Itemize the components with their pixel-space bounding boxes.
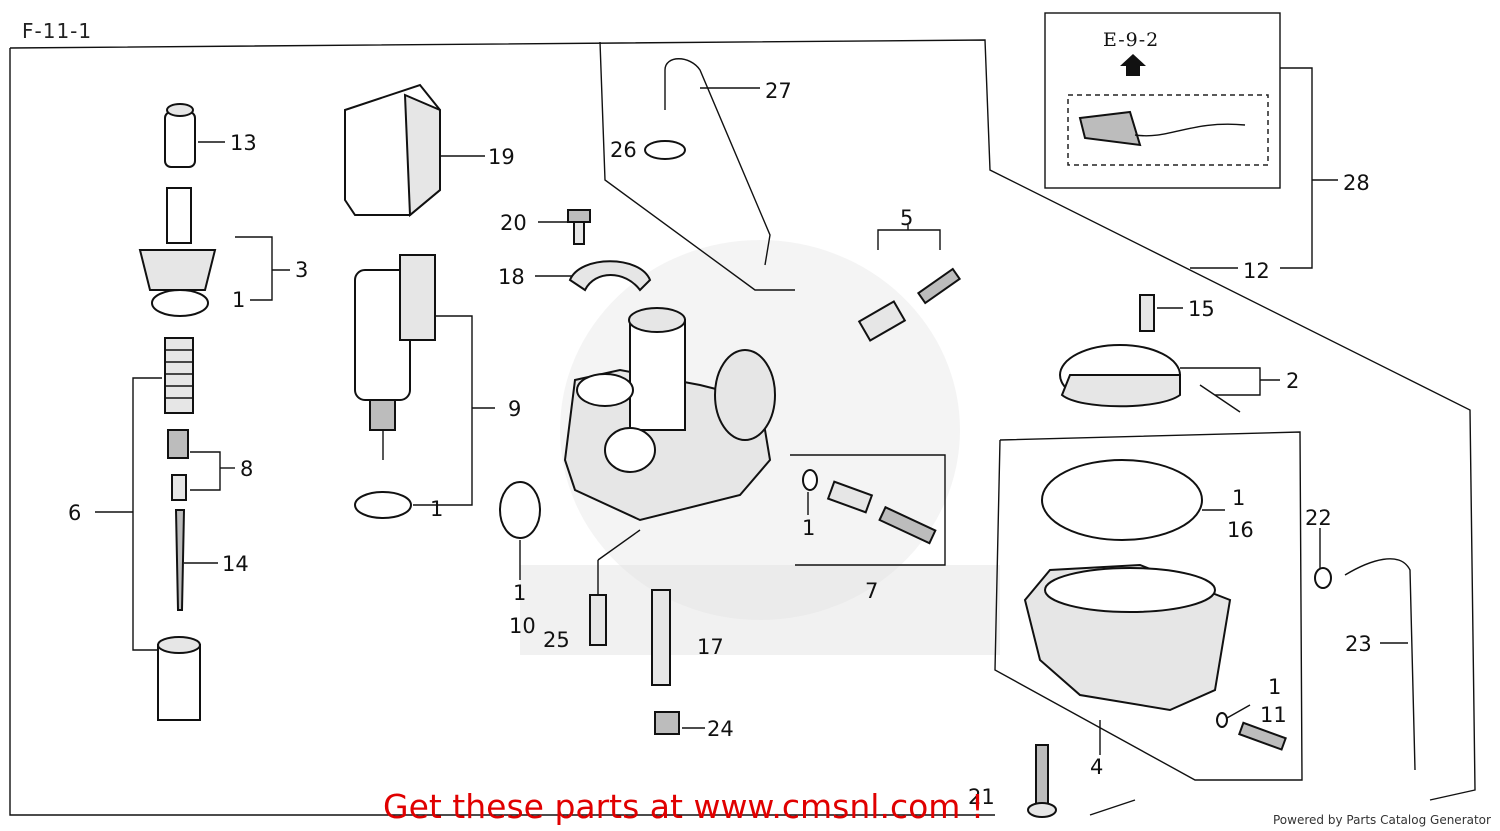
callout-26: 26 (610, 138, 637, 162)
callout-27: 27 (765, 79, 792, 103)
callout-18: 18 (498, 265, 525, 289)
part-1b (354, 491, 412, 519)
part-4 (1023, 563, 1232, 712)
callout-20: 20 (500, 211, 527, 235)
part-7-group (790, 454, 946, 566)
arrow-up-icon (1120, 54, 1146, 76)
part-15 (1139, 294, 1155, 332)
callout-17: 17 (697, 635, 724, 659)
carburetor-body (563, 307, 776, 522)
part-14 (174, 509, 186, 611)
callout-12: 12 (1243, 259, 1270, 283)
part-23 (1344, 558, 1416, 771)
callout-8: 8 (240, 457, 253, 481)
callout-1: 1 (1268, 675, 1281, 699)
part-1c (499, 481, 541, 539)
callout-22: 22 (1305, 506, 1332, 530)
reference-box: E-9-2 (1044, 12, 1281, 189)
callout-1: 1 (802, 516, 815, 540)
callout-1: 1 (430, 497, 443, 521)
part-8 (167, 429, 189, 459)
part-20 (567, 209, 591, 245)
part-5-screw (916, 267, 962, 305)
powered-by: Powered by Parts Catalog Generator (1273, 813, 1491, 827)
part-16 (1041, 459, 1203, 541)
callout-14: 14 (222, 552, 249, 576)
callout-25: 25 (543, 628, 570, 652)
callout-28: 28 (1343, 171, 1370, 195)
part-19 (344, 83, 441, 218)
callout-16: 16 (1227, 518, 1254, 542)
part-13 (164, 103, 196, 168)
callout-2: 2 (1286, 369, 1299, 393)
part-27 (664, 58, 771, 266)
frame-lines (9, 39, 1476, 816)
part-2 (1059, 344, 1241, 413)
part-1a (151, 289, 209, 317)
callout-10: 10 (509, 614, 536, 638)
part-9 (354, 254, 436, 460)
part-spring (164, 337, 194, 414)
part-24 (654, 711, 680, 735)
reference-code: E-9-2 (1103, 29, 1159, 51)
part-17 (651, 589, 671, 686)
part-5-spring (857, 300, 907, 342)
callout-5: 5 (900, 206, 913, 230)
part-26 (644, 140, 686, 160)
callout-3: 3 (295, 258, 308, 282)
callout-labels: 13 19 3 1 6 8 14 9 1 27 26 20 18 5 1 10 … (68, 79, 1372, 809)
callout-24: 24 (707, 717, 734, 741)
callout-7: 7 (865, 579, 878, 603)
part-11 (1237, 721, 1287, 751)
callout-1: 1 (232, 288, 245, 312)
callout-4: 4 (1090, 755, 1103, 779)
part-21 (1035, 744, 1049, 806)
callout-23: 23 (1345, 632, 1372, 656)
callout-9: 9 (508, 397, 521, 421)
callout-21: 21 (968, 785, 995, 809)
callout-13: 13 (230, 131, 257, 155)
callout-1: 1 (513, 581, 526, 605)
part-18 (568, 260, 652, 292)
callout-6: 6 (68, 501, 81, 525)
callout-15: 15 (1188, 297, 1215, 321)
part-25 (589, 594, 607, 646)
part-3 (138, 187, 217, 291)
callout-11: 11 (1260, 703, 1287, 727)
callout-1: 1 (1232, 486, 1245, 510)
part-22 (1314, 567, 1332, 589)
part-slide (157, 644, 201, 721)
callout-19: 19 (488, 145, 515, 169)
promo-link[interactable]: Get these parts at www.cmsnl.com ! (383, 787, 984, 826)
page-code: F-11-1 (22, 19, 92, 43)
